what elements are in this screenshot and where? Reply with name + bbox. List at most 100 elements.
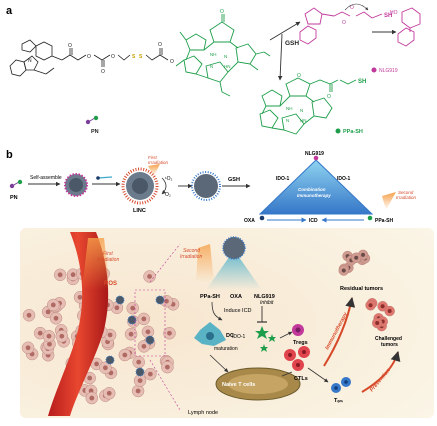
oxa-node-dot <box>259 215 265 221</box>
atom-o-5: O <box>158 42 162 48</box>
pn-legend-label: PN <box>91 129 99 135</box>
tumor-cell-nucleus <box>141 316 147 322</box>
pn-n-atom: N <box>28 58 32 64</box>
panel-a: a N O O O O S S O <box>6 3 421 135</box>
second-irradiation-beam <box>196 244 214 282</box>
tumor-cell-nucleus <box>59 333 65 339</box>
ppa-sh-release-label: PPa-SH <box>200 294 220 300</box>
o2-cycle-arrow <box>161 177 167 195</box>
panel-b-illustration: First Irradiation ROS Second Irradiation… <box>20 228 434 418</box>
nlg-int-o1: O <box>342 20 346 26</box>
ppa-sh-ketone: O <box>297 73 301 79</box>
first-irradiation-beam <box>82 238 110 290</box>
tumor-cell-nucleus <box>147 274 152 279</box>
lymph-node-label: Lymph node <box>188 410 218 416</box>
tem-label: Tₑₘ <box>334 398 343 404</box>
atom-o-4: O <box>111 54 115 60</box>
ppa-sh-macrocycle <box>259 77 357 135</box>
tumor-cell-nucleus <box>135 388 141 394</box>
tumor-cell-nucleus <box>136 359 142 365</box>
combination-triangle <box>258 159 374 215</box>
tumor-cell-nucleus <box>141 343 147 349</box>
tumor-cell-nucleus <box>89 395 95 401</box>
pn-n2: N <box>210 64 213 69</box>
nlg919-intermediate <box>299 7 383 45</box>
tumor-cell-nucleus <box>361 252 366 257</box>
linc-label: LINC <box>133 208 146 214</box>
gsh-label-b: GSH <box>228 177 240 183</box>
pn-nh: NH <box>210 52 217 57</box>
triangle-center-2: Immunotherapy <box>297 193 331 198</box>
disulfide-s2: S <box>139 54 143 60</box>
atom-o-2: O <box>87 54 91 60</box>
challenged-tumor <box>365 298 395 332</box>
first-irradiation-label-1: First <box>103 251 113 257</box>
tumor-cell-nucleus <box>77 294 83 300</box>
pn-nlg919-fragment <box>9 39 63 77</box>
induce-icd-arrow <box>211 301 223 321</box>
tumor-cell-nucleus <box>102 365 108 371</box>
tumor-cell-nucleus <box>57 272 63 278</box>
ctls-group <box>284 346 310 371</box>
second-irradiation-b-1: Second <box>398 190 414 195</box>
tumor-cell-nucleus <box>147 371 153 377</box>
second-irradiation-label-1: Second <box>183 248 200 254</box>
activated-nanoparticle <box>191 171 221 201</box>
nlg919-release-label: NLG919 <box>254 294 275 300</box>
tumor-cell-nucleus <box>122 352 128 358</box>
dendritic-cell <box>194 322 226 346</box>
tumor-cell-nucleus <box>341 268 346 273</box>
pn-n1: N <box>224 54 227 59</box>
pn-hn: HN <box>224 64 231 69</box>
panel-b-label: b <box>6 149 13 161</box>
singlet-oxygen-label: ¹O₂ <box>165 176 173 182</box>
tumor-nanoparticle <box>135 367 145 377</box>
self-assemble-label: Self-assemble <box>30 175 62 181</box>
oxa-release-label: OXA <box>230 294 242 300</box>
lymph-node-inner <box>228 374 288 394</box>
immunotherapy-arrow <box>323 297 356 367</box>
tumor-cell-nucleus <box>354 255 359 260</box>
tumor-cell-nucleus <box>106 390 112 396</box>
ido1-enzymes <box>255 326 276 352</box>
tumor-cell-nucleus <box>137 378 143 383</box>
tumor-cell-nucleus <box>70 272 76 278</box>
pn-linker <box>61 48 169 67</box>
second-irradiation-label-2: Irradiation <box>180 254 202 260</box>
prevention-arrow <box>361 351 401 393</box>
icd-label: ICD <box>309 218 318 224</box>
naive-t-cells-label: Naive T cells <box>222 382 255 388</box>
dc-maturation-label-1: maturation <box>214 346 238 352</box>
linc-nanoparticle <box>121 167 159 205</box>
illustration-nanoparticle <box>222 236 246 260</box>
induce-icd-label: Induce ICD <box>224 308 252 314</box>
zoom-line-bottom <box>149 359 181 411</box>
tumor-cell-nucleus <box>167 330 172 336</box>
illustration-background <box>20 228 434 418</box>
pn-label-b: PN <box>10 195 18 201</box>
ppa-sh-sh: SH <box>358 79 366 85</box>
tumor-nanoparticle <box>105 355 115 365</box>
tregs-label: Tregs <box>293 340 308 346</box>
nlg-int-o2: O <box>350 5 354 11</box>
tumor-cell-nucleus <box>50 302 56 308</box>
zoom-line-top <box>149 243 181 283</box>
tumor-cell-nucleus <box>387 309 392 314</box>
ido1-right-label: IDO-1 <box>337 176 351 182</box>
tumor-cell-nucleus <box>53 315 59 321</box>
ppa-hn: HN <box>300 118 307 123</box>
first-irradiation-label-2: Irradiation <box>97 257 119 263</box>
ppa-sh-legend-label: PPa-SH <box>343 129 363 135</box>
tumor-cell-nucleus <box>45 309 51 315</box>
tumor-cell-nucleus <box>164 298 169 304</box>
nlg-int-sh: SH <box>384 13 392 19</box>
tumor-nanoparticle <box>127 315 137 325</box>
triangle-center-1: Combination <box>298 187 326 192</box>
ido1-left-label: IDO-1 <box>276 176 290 182</box>
ppa-sh-legend-dot <box>335 128 341 134</box>
ppa-n2: N <box>286 118 289 123</box>
challenged-tumors-label-1: Challenged <box>375 336 402 342</box>
ppa-ketone-o: O <box>220 9 224 15</box>
tumor-cell-nucleus <box>94 361 99 367</box>
